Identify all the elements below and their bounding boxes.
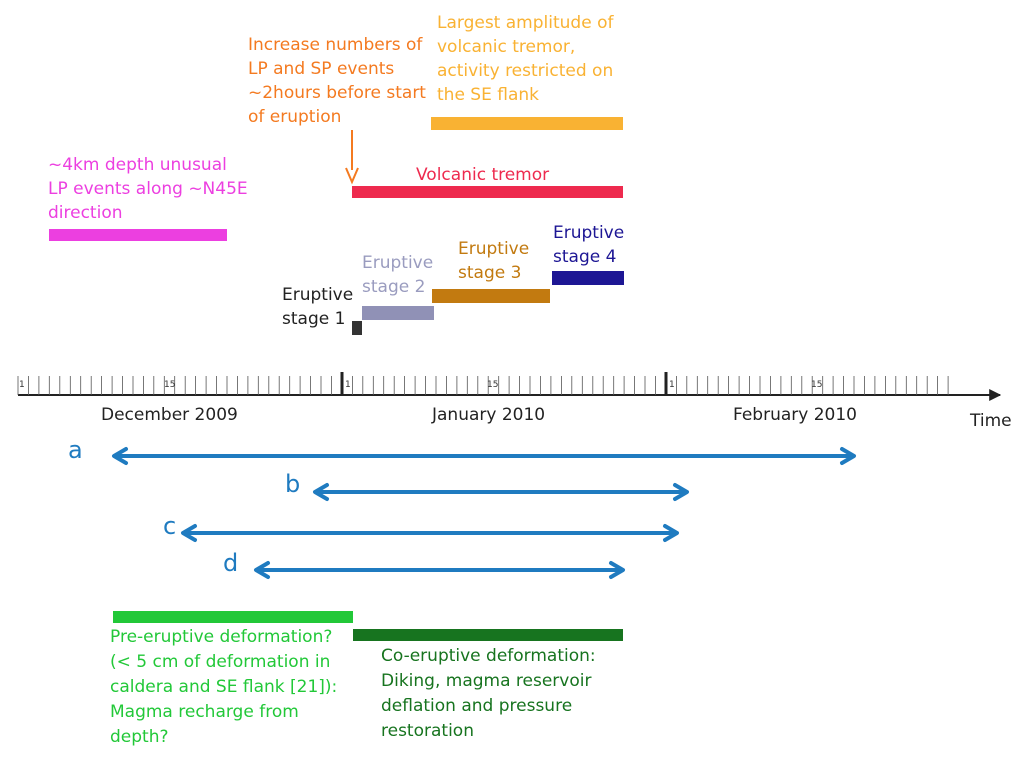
eruptive-stage-4-label: Eruptive stage 4 (553, 223, 630, 267)
month-label-december: December 2009 (101, 405, 238, 425)
tick-label: 15 (487, 380, 498, 390)
tick-label: 1 (19, 380, 25, 390)
month-label-february: February 2010 (733, 405, 857, 425)
eruptive-stage-3-group: Eruptive stage 3 (432, 239, 550, 303)
eruptive-stage-1-group: Eruptive stage 1 (282, 285, 362, 335)
eruptive-stage-2-group: Eruptive stage 2 (362, 253, 439, 320)
eruptive-stage-1-bar (352, 321, 362, 335)
eruptive-stage-3-label: Eruptive stage 3 (458, 239, 535, 283)
period-arrow-a (112, 447, 856, 465)
period-arrow-b (313, 483, 689, 501)
tick-label: 1 (345, 380, 351, 390)
eruptive-stage-4-group: Eruptive stage 4 (552, 223, 630, 285)
co-eruptive-group: Co-eruptive deformation: Diking, magma r… (353, 629, 623, 741)
period-arrows: a b c d (68, 436, 856, 579)
lp-sp-increase-arrow (345, 130, 359, 185)
co-eruptive-bar (353, 629, 623, 641)
month-label-january: January 2010 (431, 405, 545, 425)
pre-eruptive-label: Pre-eruptive deformation? (< 5 cm of def… (110, 627, 343, 747)
eruptive-stage-3-bar (432, 289, 550, 303)
period-arrow-d (254, 561, 625, 579)
period-label-a: a (68, 436, 83, 464)
axis-label-time: Time (969, 411, 1012, 431)
co-eruptive-label: Co-eruptive deformation: Diking, magma r… (381, 646, 601, 741)
pre-eruptive-bar (113, 611, 353, 623)
lp-sp-increase-label: Increase numbers of LP and SP events ~2h… (248, 35, 431, 127)
timeline-axis: 1 15 1 15 1 15 December 2009 January 201… (17, 372, 1012, 431)
period-label-c: c (163, 512, 176, 540)
eruptive-stage-1-label: Eruptive stage 1 (282, 285, 359, 329)
tick-label: 1 (669, 380, 675, 390)
day-ticks (17, 376, 949, 395)
period-label-d: d (223, 549, 238, 577)
lp-unusual-group: ~4km depth unusual LP events along ~N45E… (48, 155, 253, 241)
volcanic-tremor-bar (352, 186, 623, 198)
pre-eruptive-group: Pre-eruptive deformation? (< 5 cm of def… (110, 611, 353, 747)
lp-unusual-label: ~4km depth unusual LP events along ~N45E… (48, 155, 253, 223)
volcanic-tremor-label: Volcanic tremor (416, 165, 549, 185)
lp-unusual-bar (49, 229, 227, 241)
tick-label: 15 (811, 380, 822, 390)
largest-tremor-bar (431, 117, 623, 130)
tick-label: 15 (164, 380, 175, 390)
largest-tremor-group: Largest amplitude of volcanic tremor, ac… (431, 13, 623, 130)
eruptive-stage-4-bar (552, 271, 624, 285)
lp-sp-increase-group: Increase numbers of LP and SP events ~2h… (248, 35, 431, 185)
period-label-b: b (285, 470, 300, 498)
period-arrow-c (181, 524, 679, 542)
eruptive-stage-2-bar (362, 306, 434, 320)
largest-tremor-label: Largest amplitude of volcanic tremor, ac… (437, 13, 619, 105)
eruptive-stage-2-label: Eruptive stage 2 (362, 253, 439, 297)
volcanic-tremor-group: Volcanic tremor (352, 165, 623, 198)
